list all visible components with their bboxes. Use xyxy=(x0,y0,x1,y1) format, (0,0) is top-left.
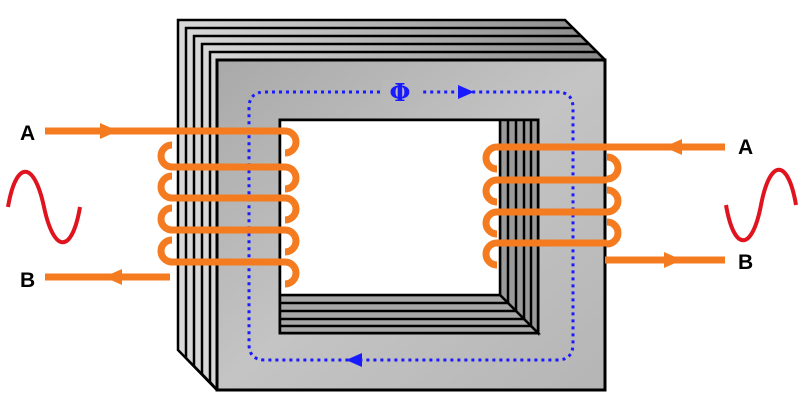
primary-terminal-a: A xyxy=(20,122,35,145)
secondary-out-arrow-icon xyxy=(664,252,682,268)
secondary-terminal-a: A xyxy=(738,136,753,159)
flux-label: Φ xyxy=(390,78,411,107)
flux-path xyxy=(247,90,575,362)
core-window-recess xyxy=(278,118,542,337)
primary-terminal-b: B xyxy=(20,269,35,292)
secondary-sine-icon xyxy=(724,168,798,242)
flux-arrow-left-icon xyxy=(346,353,362,367)
secondary-terminal-b: B xyxy=(738,251,753,274)
secondary-in-arrow-icon xyxy=(664,139,682,155)
primary-coil xyxy=(45,127,300,288)
primary-out-arrow-icon xyxy=(104,269,122,285)
primary-in-arrow-icon xyxy=(100,123,118,139)
primary-sine-icon xyxy=(6,170,82,244)
flux-arrow-right-icon xyxy=(458,85,474,99)
